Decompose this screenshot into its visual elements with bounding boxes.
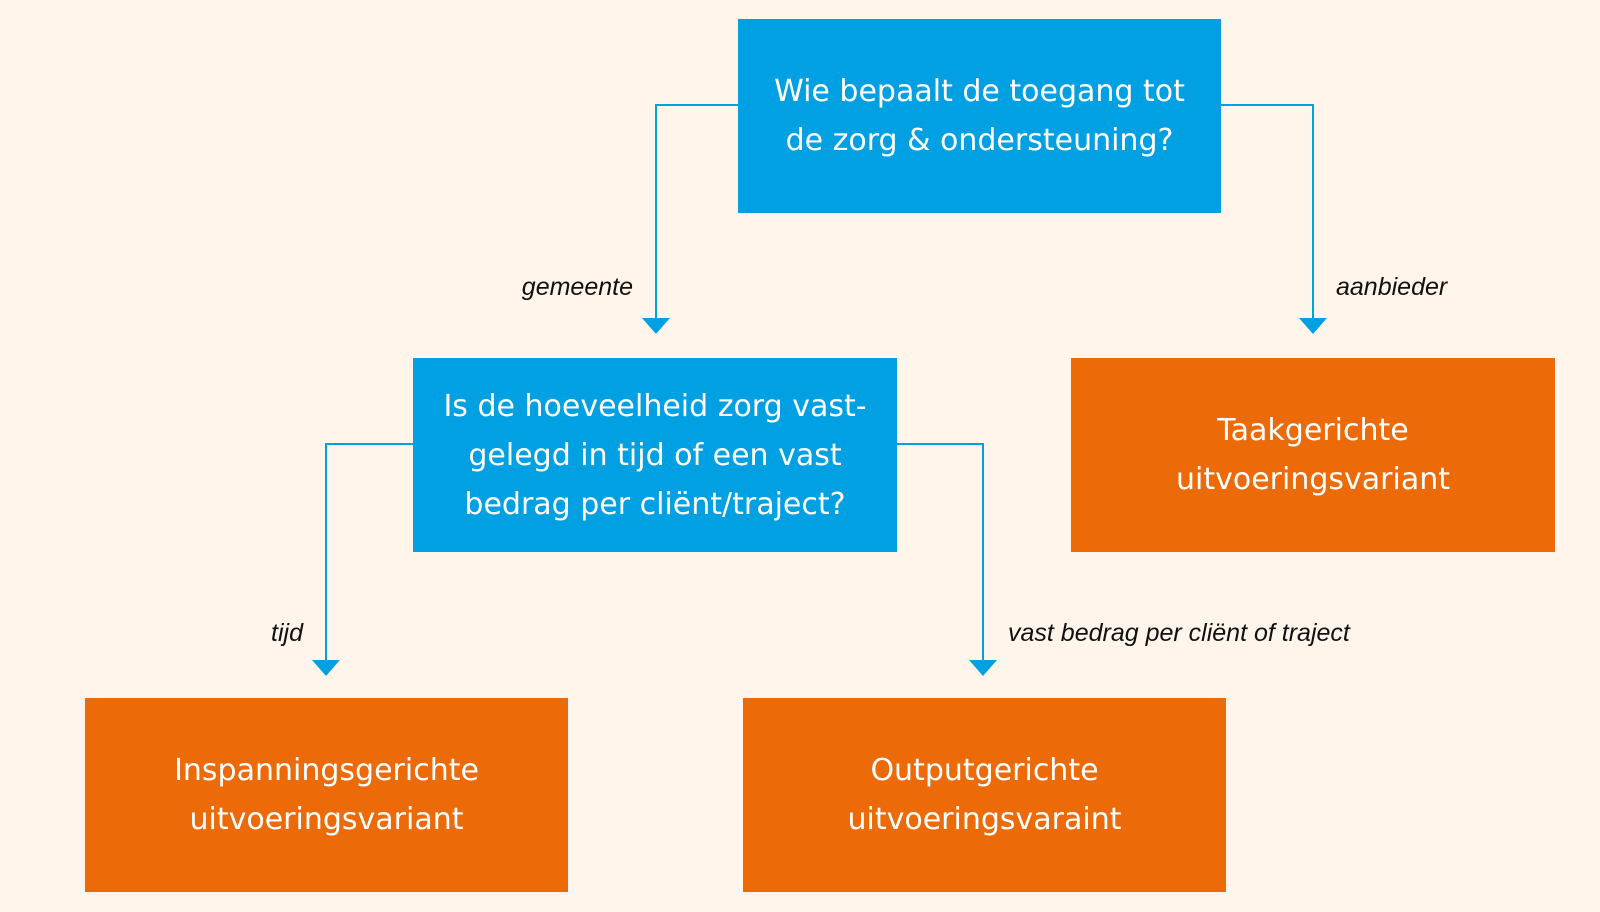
arrow-head-icon <box>312 660 340 676</box>
arrow-head-icon <box>969 660 997 676</box>
arrow-head-icon <box>642 318 670 334</box>
edge-gemeente-line <box>655 104 738 322</box>
edge-label-tijd: tijd <box>271 619 303 647</box>
arrow-head-icon <box>1299 318 1327 334</box>
outcome-taakgericht: Taakgerichte uitvoeringsvariant <box>1071 358 1555 552</box>
edge-vast-line <box>897 443 984 664</box>
outcome-inspanningsgericht: Inspanningsgerichte uitvoeringsvariant <box>85 698 568 892</box>
edge-label-aanbieder: aanbieder <box>1336 273 1448 301</box>
outcome-outputgericht: Outputgerichte uitvoeringsvaraint <box>743 698 1226 892</box>
edge-tijd-line <box>325 443 413 664</box>
question-quantity: Is de hoeveelheid zorg vast- gelegd in t… <box>413 358 897 552</box>
edge-label-vast-bedrag: vast bedrag per cliënt of traject <box>1008 619 1350 647</box>
edge-label-gemeente: gemeente <box>521 273 633 301</box>
question-access: Wie bepaalt de toegang tot de zorg & ond… <box>738 19 1221 213</box>
edge-aanbieder-line <box>1221 104 1314 322</box>
